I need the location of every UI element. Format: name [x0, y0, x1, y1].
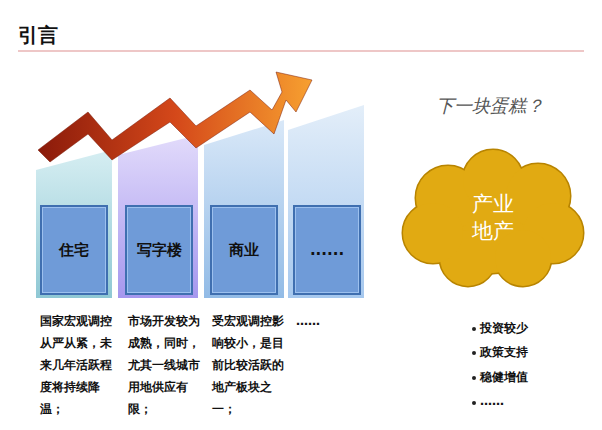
cloud-puff [403, 203, 463, 263]
cloud-label: 产业地产 [469, 191, 517, 245]
category-box: 写字楼 [125, 205, 193, 295]
box-label: 商业 [229, 241, 259, 260]
description: 国家宏观调控从严从紧，未来几年活跃程度将持续降温； [40, 310, 116, 420]
growth-arrow [38, 72, 312, 162]
cloud-outline [398, 148, 588, 288]
column-panel [118, 135, 198, 298]
box-label: 住宅 [59, 241, 89, 260]
cloud-puff [403, 203, 463, 263]
column-panel [288, 105, 364, 298]
title-rule [18, 50, 584, 52]
bullet-dot [472, 327, 476, 331]
category-box: 住宅 [40, 205, 108, 295]
bullet-dot [472, 351, 476, 355]
column-panel [36, 150, 112, 298]
page-title: 引言 [18, 22, 58, 49]
bullet-dot [472, 401, 476, 405]
box-label: 写字楼 [137, 241, 182, 260]
bullet-text: 投资较少 [480, 320, 570, 337]
bullet-text: 稳健增值 [480, 369, 570, 386]
bullet-text: 政策支持 [480, 344, 570, 361]
bullet-dot [472, 376, 476, 380]
description: 受宏观调控影响较小，是目前比较活跃的地产板块之一； [212, 310, 288, 420]
cloud-shape: 产业地产 [398, 148, 588, 288]
description: 市场开发较为成熟，同时，尤其一线城市用地供应有限； [128, 310, 204, 420]
category-box: 商业 [210, 205, 278, 295]
bullet-text: …… [480, 394, 570, 408]
column-panel [204, 120, 284, 298]
category-box: ...... [293, 205, 361, 295]
box-label: ...... [310, 241, 344, 259]
tagline: 下一块蛋糕？ [436, 94, 576, 118]
description: …… [296, 310, 356, 332]
